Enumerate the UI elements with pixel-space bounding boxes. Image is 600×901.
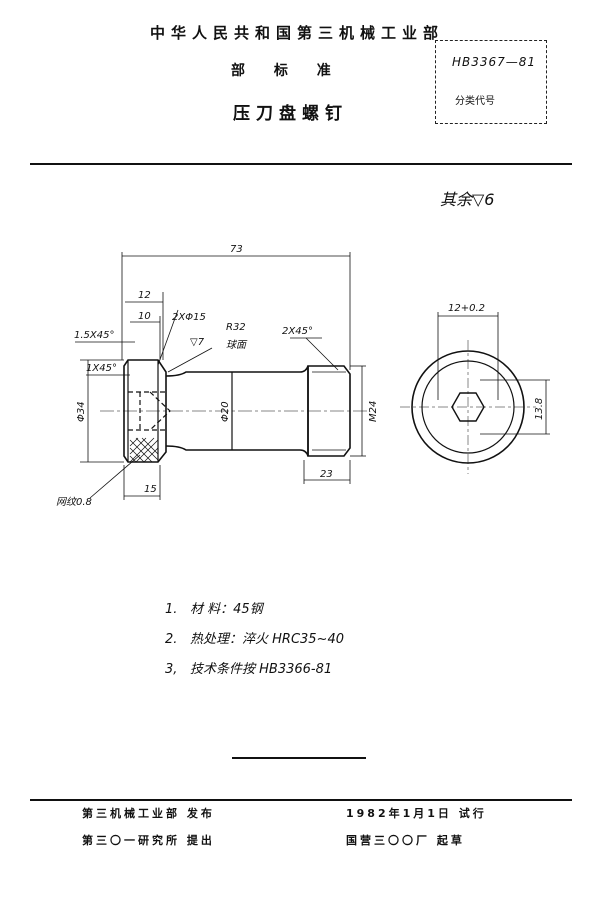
short-rule [232,757,366,759]
dim-shank-diameter: Φ20 [220,401,231,422]
classification-code-label: 分类代号 [455,96,495,107]
dim-knurl-length: 15 [144,484,157,495]
ministry-name: 中华人民共和国第三机械工业部 [150,24,445,42]
dim-head-diameter: Φ34 [76,401,87,422]
dim-head-inner: 10 [138,311,151,322]
dim-radius: R32 [226,322,246,333]
note-3: 3, 技术条件按 HB3366-81 [165,658,332,677]
dim-thread: M24 [368,401,379,422]
standard-code: HB3367—81 [452,55,537,69]
dim-head-length: 12 [138,290,151,301]
footer-publisher: 第三机械工业部 发布 [82,807,215,820]
footer-divider [30,799,572,801]
note-text: 热处理：淬火 HRC35~40 [190,632,344,647]
footer-proposer: 第三〇一研究所 提出 [82,834,215,847]
dim-thread-length: 23 [320,469,333,480]
standard-type-char: 标 [273,63,288,79]
dim-chamfer-thread: 2X45° [282,326,313,337]
knurl-label: 网纹0.8 [56,496,92,508]
note-number: 3, [165,662,178,677]
dim-hex-size: 12+0.2 [448,303,485,314]
note-number: 1. [165,602,178,617]
note-2: 2. 热处理：淬火 HRC35~40 [165,628,344,647]
code-box [435,40,547,124]
dim-overall-length: 73 [230,244,243,255]
note-number: 2. [165,632,178,647]
header-divider [30,163,572,165]
finish-symbol: ▽7 [190,337,205,348]
document-title: 压刀盘螺钉 [233,104,348,124]
note-text: 材 料：45钢 [190,602,263,617]
footer-effective-date: 1982年1月1日 试行 [346,807,487,820]
standard-type-char: 部 [231,63,245,79]
note-text: 技术条件按 HB3366-81 [190,662,333,677]
standard-type: 部 标 准 [231,60,355,80]
standard-type-char: 准 [316,63,331,79]
footer-drafter: 国营三〇〇厂 起草 [346,834,465,847]
dim-hex-depth: 13.8 [534,398,545,420]
dim-chamfer-head: 1.5X45° [74,330,114,341]
dim-chamfer-small: 1X45° [86,363,117,374]
dim-holes: 2XΦ15 [172,312,206,323]
note-1: 1. 材 料：45钢 [165,598,263,617]
dim-sphere: 球面 [226,339,248,351]
surface-finish-note: 其余▽6 [440,190,495,209]
